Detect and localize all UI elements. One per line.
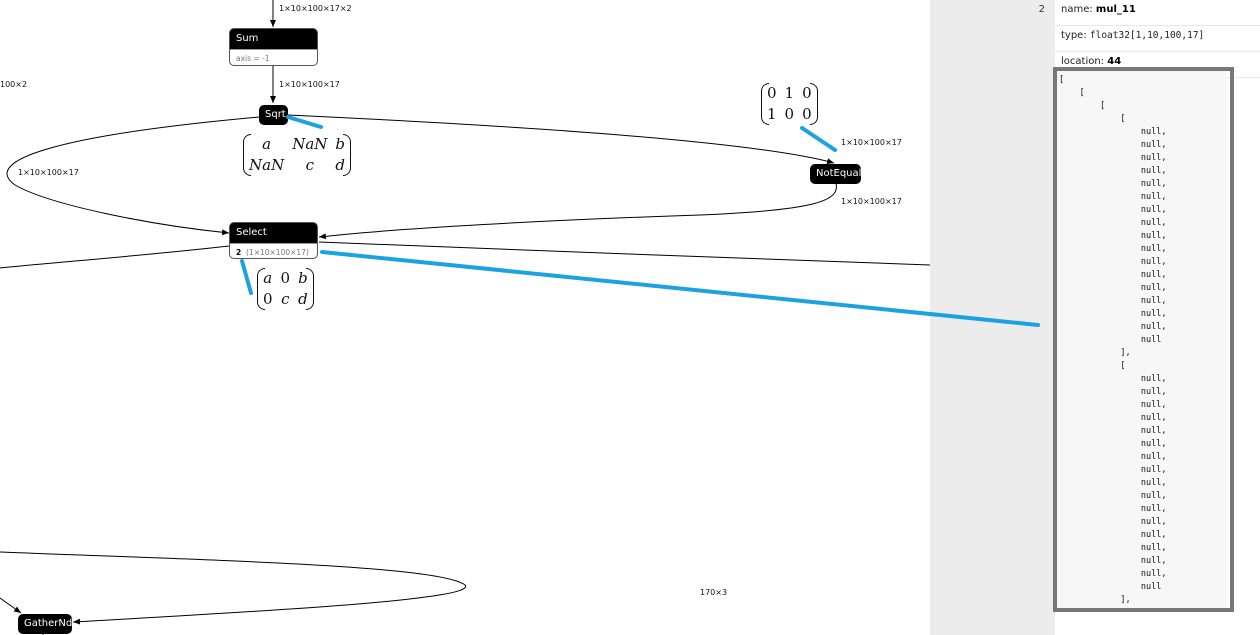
matrix-cell: 0 [263,290,273,308]
node-sqrt-title: Sqrt [265,109,286,120]
edge-notequal-select [318,182,837,240]
matrix-cell: 0 [784,105,795,123]
properties-panel: name: mul_11 type: float32[1,10,100,17] … [1055,0,1260,635]
graph-canvas[interactable]: Sum axis = -1 Sqrt NotEqual Select 2 (1×… [0,0,930,635]
matrix-cell: c [305,156,314,174]
node-select[interactable]: Select 2 (1×10×100×17) [229,222,318,259]
node-select-title: Select [236,227,267,238]
matrix-bracket-right [809,83,818,125]
edge-label-bottom-right: 170×3 [700,588,728,597]
property-location-value: 44 [1107,56,1122,67]
matrix-cell: 1 [767,105,777,123]
row-index: 2 [1038,4,1045,15]
edge-bottom-loop [0,551,467,625]
matrix-bracket-left [257,268,265,310]
node-sqrt[interactable]: Sqrt [259,105,288,125]
edge-select-right [318,241,930,266]
edge-select-left [0,245,230,269]
matrix-cell: a [262,135,272,153]
node-sum-title: Sum [236,33,259,44]
matrix-cell: 0 [767,84,777,102]
matrix-bracket-left [761,83,769,125]
node-notequal[interactable]: NotEqual [810,164,861,184]
edge-bottom-left [0,597,22,614]
matrix-cell: b [298,269,308,287]
matrix-cell: 1 [784,84,795,102]
matrix-cell: NaN [292,135,328,153]
edge-label-sum-sqrt: 1×10×100×17 [279,80,340,89]
matrix-bracket-left [243,134,251,176]
property-name: name: mul_11 [1055,0,1260,26]
edge-sqrt-select [6,116,260,236]
matrix-cell: c [281,290,290,308]
matrix-bracket-right [343,134,352,176]
matrix-cell: 0 [280,269,291,287]
matrix-bracket-right [305,268,314,310]
matrix-cell: NaN [249,156,285,174]
matrix-cell: d [298,290,308,308]
property-name-value: mul_11 [1095,4,1136,15]
line-gutter: 2 [930,0,1055,635]
edge-label-sqrt-select: 1×10×100×17 [18,168,79,177]
tensor-value-view[interactable]: [ [ [ [ null, null, null, null, null, nu… [1055,69,1227,609]
node-gathernd-title: GatherNd [24,618,73,629]
node-sum-attr: axis = -1 [230,49,317,65]
edge-label-notequal-select: 1×10×100×17 [841,197,902,206]
matrix-cell: b [335,135,346,153]
edge-label-to-notequal: 1×10×100×17 [841,138,902,147]
matrix-cell: d [335,156,346,174]
edge-label-left-partial: 100×2 [0,80,28,89]
matrix-cell: a [263,269,273,287]
edge-label-top-in: 1×10×100×17×2 [279,4,352,13]
node-sum[interactable]: Sum axis = -1 [229,28,318,66]
tensor-json: [ [ [ [ null, null, null, null, null, nu… [1059,75,1167,609]
node-gathernd[interactable]: GatherNd [18,614,72,634]
matrix-cell: 0 [802,105,812,123]
node-notequal-title: NotEqual [816,168,862,179]
property-type: type: float32[1,10,100,17] [1055,26,1260,52]
matrix-cell: 0 [802,84,812,102]
property-type-value: float32[1,10,100,17] [1089,30,1205,41]
node-select-attr: 2 (1×10×100×17) [230,243,317,258]
edge-sqrt-notequal [287,114,835,165]
